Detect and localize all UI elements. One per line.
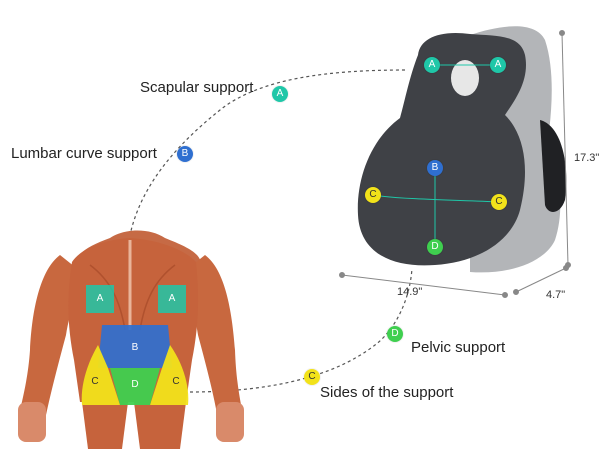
dimension-lines [339, 30, 571, 298]
label-lumbar-curve-support: Lumbar curve support [11, 145, 157, 162]
dimension-depth: 4.7" [546, 289, 566, 301]
badge-c-sides: C [304, 369, 320, 385]
cushion-front [357, 32, 526, 266]
body-badge-a-right: A [168, 293, 176, 304]
body-badge-a-left: A [96, 293, 104, 304]
dimension-width: 14.9" [397, 286, 423, 298]
lumbar-cushion [357, 26, 567, 273]
neck-hole [451, 60, 479, 96]
zone-b [98, 325, 172, 368]
dimension-height: 17.3" [574, 152, 600, 164]
label-sides-of-support: Sides of the support [320, 384, 454, 401]
label-pelvic-support: Pelvic support [411, 339, 506, 356]
zone-c-left [81, 345, 120, 405]
cushion-badge-b: B [427, 160, 443, 176]
zone-d [110, 368, 160, 405]
cushion-strap [540, 120, 567, 212]
zone-a-left [86, 285, 114, 313]
badge-a-scapular: A [272, 86, 288, 102]
connector-arc-upper [129, 69, 406, 236]
body-badge-d: D [131, 379, 139, 390]
badge-d-pelvic: D [387, 326, 403, 342]
cushion-badge-d: D [427, 239, 443, 255]
zone-c-right [150, 345, 189, 405]
cushion-badge-a-left: A [424, 57, 440, 73]
cushion-badge-c-right: C [491, 194, 507, 210]
body-badge-c-right: C [172, 376, 180, 387]
cushion-badge-a-right: A [490, 57, 506, 73]
label-scapular-support: Scapular support [140, 79, 254, 96]
body-badge-c-left: C [91, 376, 99, 387]
connector-arc-lower [189, 267, 413, 393]
badge-b-lumbar: B [177, 146, 193, 162]
back-anatomy [18, 230, 244, 449]
body-badge-b: B [131, 342, 139, 353]
zone-a-right [158, 285, 186, 313]
cushion-badge-c-left: C [365, 187, 381, 203]
left-arm [18, 255, 85, 420]
